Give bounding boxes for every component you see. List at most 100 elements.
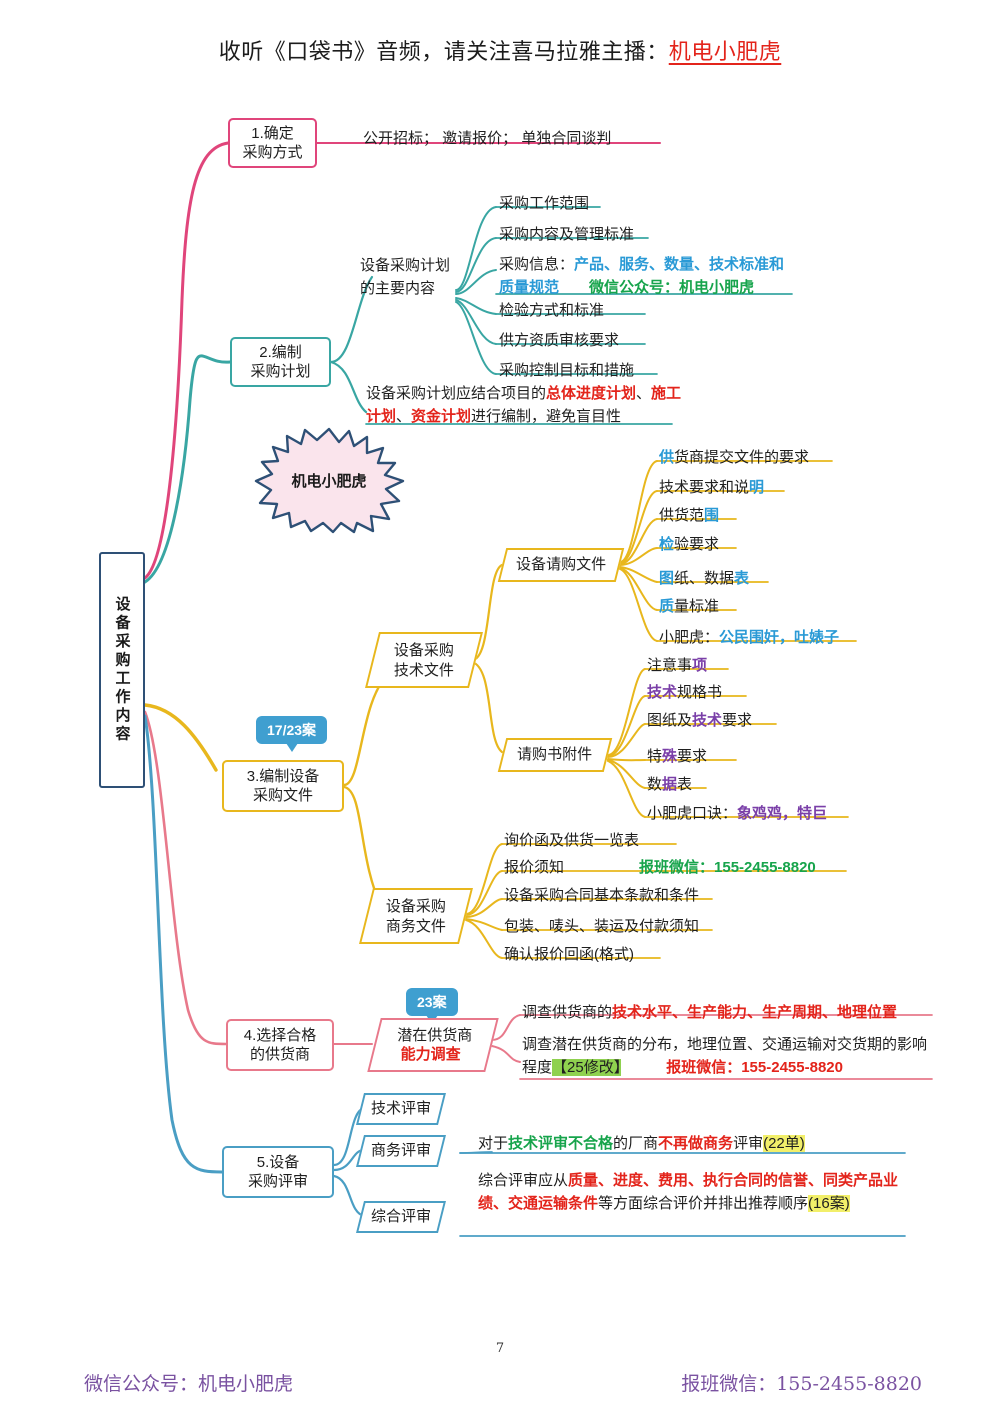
- branch-node-5[interactable]: 5.设备 采购评审: [222, 1146, 334, 1198]
- b3-att-leaf-4: 数据表: [647, 774, 692, 795]
- b3-att-leaf-1-text: 技术规格书: [647, 684, 723, 701]
- branch-3-subnode-attachment-label: 请购书附件: [517, 746, 593, 764]
- branch-5-subnode-comprehensive[interactable]: 综合评审: [356, 1201, 446, 1233]
- branch-3-subnode-request[interactable]: 设备请购文件: [497, 548, 625, 582]
- footer-wechat-official: 微信公众号：机电小肥虎: [84, 1373, 294, 1395]
- branch-3-subnode-request-label: 设备请购文件: [515, 556, 606, 574]
- b3-bus-leaf-0: 询价函及供货一览表: [504, 830, 639, 851]
- footer-enrollment-wechat: 报班微信：155-2455-8820: [681, 1373, 922, 1395]
- branch-node-2[interactable]: 2.编制 采购计划: [230, 337, 331, 387]
- b5-business-leaf-0-text: 对于技术评审不合格的厂商不再做商务评审(22单): [478, 1135, 805, 1152]
- branch-5-subnode-business[interactable]: 商务评审: [356, 1135, 446, 1167]
- branch-2-leaf-note-text: 设备采购计划应结合项目的总体进度计划、施工计划、资金计划进行编制，避免盲目性: [366, 385, 682, 425]
- b4-leaf-0: 调查供货商的技术水平、生产能力、生产周期、地理位置: [522, 1002, 897, 1023]
- b3-att-leaf-4-text: 数据表: [647, 776, 693, 793]
- b3-bus-leaf-4-text: 确认报价回函(格式): [504, 946, 634, 963]
- b3-req-leaf-2: 供货范围: [659, 505, 719, 526]
- b3-req-leaf-6: 小肥虎：公民围奸，吐婊子: [659, 627, 839, 648]
- branch-node-1[interactable]: 1.确定 采购方式: [228, 118, 317, 168]
- branch-5-subnode-comprehensive-label: 综合评审: [370, 1208, 431, 1226]
- header-highlight-text: 机电小肥虎: [668, 40, 782, 65]
- branch-2-sub-leaf-3: 检验方式和标准: [499, 300, 604, 321]
- b3-req-leaf-0: 供货商提交文件的要求: [659, 447, 809, 468]
- b5-comprehensive-leaf-0: 综合评审应从质量、进度、费用、执行合同的信誉、同类产品业绩、交通运输条件等方面综…: [478, 1169, 902, 1216]
- b3-req-leaf-1: 技术要求和说明: [659, 477, 764, 498]
- b3-att-leaf-3-text: 特殊要求: [647, 748, 708, 765]
- b3-att-leaf-1: 技术规格书: [647, 682, 722, 703]
- b3-req-leaf-4: 图纸、数据表: [659, 568, 749, 589]
- b3-req-leaf-4-text: 图纸、数据表: [659, 570, 750, 587]
- branch-3-subnode-tech-label: 设备采购 技术文件: [393, 641, 454, 679]
- branch-node-5-label: 5.设备 采购评审: [247, 1153, 308, 1190]
- branch-1-leaf-0: 公开招标； 邀请报价； 单独合同谈判: [363, 128, 611, 149]
- b5-business-leaf-0: 对于技术评审不合格的厂商不再做商务评审(22单): [478, 1133, 805, 1154]
- branch-5-subnode-technical[interactable]: 技术评审: [356, 1093, 446, 1125]
- branch-node-4[interactable]: 4.选择合格 的供货商: [226, 1019, 334, 1071]
- branch-4-subnode-line1: 潜在供货商: [397, 1026, 473, 1044]
- b4-leaf-0-text: 调查供货商的技术水平、生产能力、生产周期、地理位置: [522, 1004, 898, 1021]
- branch-node-4-label: 4.选择合格 的供货商: [243, 1026, 317, 1063]
- branch-5-subnode-technical-label: 技术评审: [370, 1100, 431, 1118]
- branch-2-sub-leaf-4-text: 供方资质审核要求: [499, 332, 620, 349]
- b3-att-leaf-3: 特殊要求: [647, 746, 707, 767]
- b3-att-leaf-2-text: 图纸及技术要求: [647, 712, 753, 729]
- branch-5-subnode-business-label: 商务评审: [370, 1142, 431, 1160]
- b3-req-leaf-3-text: 检验要求: [659, 536, 720, 553]
- b3-req-leaf-0-text: 供货商提交文件的要求: [659, 449, 810, 466]
- b3-req-leaf-2-text: 供货范围: [659, 507, 720, 524]
- b3-req-leaf-5-text: 质量标准: [659, 598, 720, 615]
- branch-1-leaf-0-text: 公开招标； 邀请报价； 单独合同谈判: [363, 130, 612, 147]
- branch-2-sub-leaf-2: 采购信息：产品、服务、数量、技术标准和质量规范 微信公众号：机电小肥虎: [499, 254, 799, 299]
- branch-3-badge: 17/23案: [256, 716, 328, 752]
- header-prefix-text: 收听《口袋书》音频，请关注喜马拉雅主播：: [218, 40, 669, 65]
- branch-2-sub-leaf-3-text: 检验方式和标准: [499, 302, 605, 319]
- branch-2-sub-leaf-5-text: 采购控制目标和措施: [499, 362, 635, 379]
- branch-2-subnode-0-text: 设备采购计划 的主要内容: [360, 257, 451, 297]
- b4-leaf-1: 调查潜在供货商的分布，地理位置、交通运输对交货期的影响程度【25修改】 报班微信…: [522, 1033, 934, 1080]
- branch-4-badge-text: 23案: [417, 994, 447, 1010]
- branch-4-subnode-line2: 能力调查: [400, 1046, 461, 1063]
- branch-node-3-label: 3.编制设备 采购文件: [246, 767, 320, 804]
- branch-2-sub-leaf-2-text: 采购信息：产品、服务、数量、技术标准和质量规范 微信公众号：机电小肥虎: [499, 256, 785, 296]
- b3-bus-leaf-0-text: 询价函及供货一览表: [504, 832, 640, 849]
- branch-3-subnode-attachment[interactable]: 请购书附件: [497, 738, 613, 772]
- b3-bus-leaf-1-text: 报价须知 报班微信：155-2455-8820: [504, 859, 816, 876]
- b3-req-leaf-3: 检验要求: [659, 534, 719, 555]
- b3-att-leaf-5: 小肥虎口诀：象鸡鸡，特巨: [647, 803, 827, 824]
- branch-2-sub-leaf-1: 采购内容及管理标准: [499, 224, 634, 245]
- branch-2-leaf-note: 设备采购计划应结合项目的总体进度计划、施工计划、资金计划进行编制，避免盲目性: [366, 383, 686, 429]
- branch-3-subnode-business[interactable]: 设备采购 商务文件: [359, 888, 473, 944]
- b3-bus-leaf-4: 确认报价回函(格式): [504, 944, 634, 965]
- starburst-icon: [254, 427, 405, 534]
- branch-node-2-label: 2.编制 采购计划: [250, 343, 311, 380]
- page-number: 7: [495, 1341, 505, 1356]
- branch-4-badge: 23案: [406, 988, 458, 1024]
- branch-2-sub-leaf-5: 采购控制目标和措施: [499, 360, 634, 381]
- branch-4-subnode-capability[interactable]: 潜在供货商 能力调查: [367, 1018, 499, 1072]
- branch-3-subnode-tech[interactable]: 设备采购 技术文件: [365, 632, 483, 688]
- b3-req-leaf-6-text: 小肥虎：公民围奸，吐婊子: [659, 629, 840, 646]
- branch-2-subnode-0-label[interactable]: 设备采购计划 的主要内容: [360, 255, 450, 300]
- b3-att-leaf-0: 注意事项: [647, 655, 707, 676]
- b3-req-leaf-5: 质量标准: [659, 596, 719, 617]
- root-node-label: 设备采购工作内容: [113, 596, 131, 744]
- b5-comprehensive-leaf-0-text: 综合评审应从质量、进度、费用、执行合同的信誉、同类产品业绩、交通运输条件等方面综…: [478, 1172, 899, 1213]
- branch-node-3[interactable]: 3.编制设备 采购文件: [222, 760, 344, 812]
- b3-bus-leaf-3: 包装、唛头、装运及付款须知: [504, 916, 699, 937]
- root-node[interactable]: 设备采购工作内容: [99, 552, 145, 788]
- b3-req-leaf-1-text: 技术要求和说明: [659, 479, 765, 496]
- b3-att-leaf-5-text: 小肥虎口诀：象鸡鸡，特巨: [647, 805, 828, 822]
- starburst-label: 机电小肥虎: [291, 472, 367, 490]
- branch-2-sub-leaf-1-text: 采购内容及管理标准: [499, 226, 635, 243]
- b3-bus-leaf-2: 设备采购合同基本条款和条件: [504, 885, 699, 906]
- b3-bus-leaf-2-text: 设备采购合同基本条款和条件: [504, 887, 700, 904]
- starburst-callout: 机电小肥虎: [253, 426, 405, 534]
- branch-node-1-label: 1.确定 采购方式: [242, 124, 303, 161]
- b3-att-leaf-2: 图纸及技术要求: [647, 710, 752, 731]
- b3-att-leaf-0-text: 注意事项: [647, 657, 708, 674]
- b3-bus-leaf-1: 报价须知 报班微信：155-2455-8820: [504, 857, 816, 878]
- b3-bus-leaf-3-text: 包装、唛头、装运及付款须知: [504, 918, 700, 935]
- branch-3-badge-text: 17/23案: [267, 722, 317, 738]
- branch-3-subnode-business-label: 设备采购 商务文件: [385, 897, 446, 935]
- b4-leaf-1-text: 调查潜在供货商的分布，地理位置、交通运输对交货期的影响程度【25修改】 报班微信…: [522, 1036, 928, 1077]
